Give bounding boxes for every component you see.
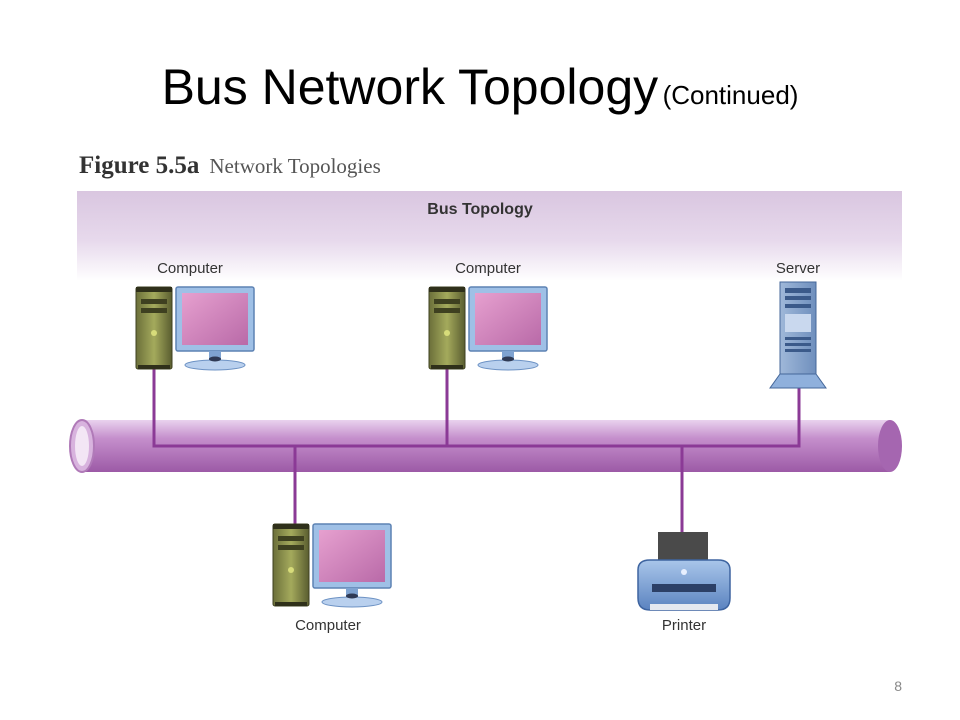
computer-1-label: Computer xyxy=(157,260,223,277)
diagram-header-band xyxy=(77,191,902,281)
computer-2-label: Computer xyxy=(455,260,521,277)
diagram-title: Bus Topology xyxy=(427,201,533,218)
connection-wires xyxy=(152,368,801,534)
figure-name: Network Topologies xyxy=(209,154,381,178)
figure-number: Figure 5.5a xyxy=(79,152,200,179)
server-label: Server xyxy=(775,260,821,277)
printer-icon xyxy=(637,532,731,611)
computer-icon xyxy=(135,286,255,371)
slide-title-suffix: (Continued) xyxy=(662,80,799,110)
computer-3-label: Computer xyxy=(295,617,361,634)
computer-icon xyxy=(272,523,392,608)
computer-icon xyxy=(428,286,548,371)
page-number: 8 xyxy=(894,678,902,694)
slide-title: Bus Network Topology (Continued) xyxy=(0,58,960,116)
server-icon xyxy=(769,281,827,389)
slide-title-main: Bus Network Topology xyxy=(161,59,659,115)
figure-caption: Figure 5.5a Network Topologies xyxy=(79,152,381,180)
printer-label: Printer xyxy=(661,617,707,634)
